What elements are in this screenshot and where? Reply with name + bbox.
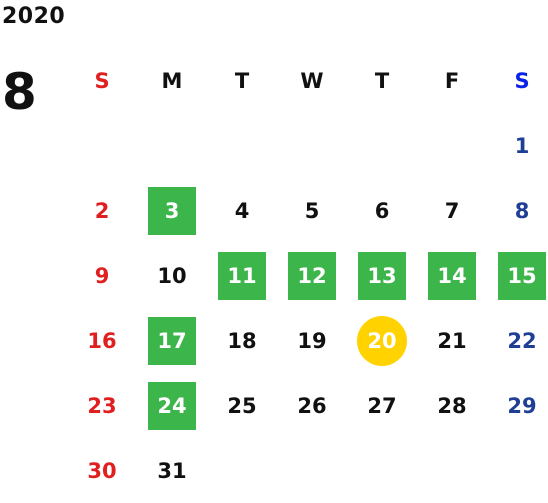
calendar-blank-cell [67, 113, 137, 178]
calendar-day-cell[interactable]: 24 [137, 373, 207, 438]
weekday-header-thu: T [374, 68, 390, 93]
day-number: 16 [87, 328, 117, 353]
weekday-header-fri: F [444, 68, 460, 93]
calendar-day-cell[interactable]: 10 [137, 243, 207, 308]
day-number: 26 [297, 393, 327, 418]
day-number-highlighted: 11 [218, 251, 266, 300]
calendar-day-cell[interactable]: 31 [137, 438, 207, 503]
calendar-day-cell[interactable]: 4 [207, 178, 277, 243]
calendar-day-cell[interactable]: 6 [347, 178, 417, 243]
calendar-day-cell[interactable]: 19 [277, 308, 347, 373]
calendar-day-cell[interactable]: 17 [137, 308, 207, 373]
day-number-highlighted: 24 [148, 381, 196, 430]
weekday-header-sun: S [94, 68, 110, 93]
day-number: 18 [227, 328, 257, 353]
calendar-day-cell[interactable]: 15 [487, 243, 548, 308]
calendar-day-cell[interactable]: 5 [277, 178, 347, 243]
calendar-day-cell[interactable]: 28 [417, 373, 487, 438]
calendar-day-cell[interactable]: 1 [487, 113, 548, 178]
day-number: 4 [234, 198, 250, 223]
calendar-day-cell[interactable]: 13 [347, 243, 417, 308]
calendar-day-cell[interactable]: 3 [137, 178, 207, 243]
calendar-day-cell[interactable]: 12 [277, 243, 347, 308]
day-number: 28 [437, 393, 467, 418]
calendar-day-cell[interactable]: 27 [347, 373, 417, 438]
day-number-highlighted: 13 [358, 251, 406, 300]
calendar-day-cell[interactable]: 29 [487, 373, 548, 438]
month-number: 8 [2, 63, 37, 121]
day-number: 6 [374, 198, 390, 223]
day-number: 22 [507, 328, 537, 353]
calendar-blank-cell [417, 113, 487, 178]
weekday-header-mon: M [161, 68, 183, 93]
day-number: 29 [507, 393, 537, 418]
calendar-day-cell[interactable]: 7 [417, 178, 487, 243]
calendar-blank-cell [207, 113, 277, 178]
day-number: 5 [304, 198, 320, 223]
day-number: 30 [87, 458, 117, 483]
day-number: 8 [514, 198, 530, 223]
calendar-day-cell[interactable]: 26 [277, 373, 347, 438]
day-number-highlighted: 12 [288, 251, 336, 300]
day-number: 25 [227, 393, 257, 418]
calendar-day-cell[interactable]: 2 [67, 178, 137, 243]
calendar-day-cell[interactable]: 22 [487, 308, 548, 373]
day-number: 23 [87, 393, 117, 418]
day-number: 27 [367, 393, 397, 418]
calendar-day-cell[interactable]: 9 [67, 243, 137, 308]
day-number: 21 [437, 328, 467, 353]
calendar-day-cell[interactable]: 21 [417, 308, 487, 373]
calendar-day-cell[interactable]: 23 [67, 373, 137, 438]
calendar-day-cell[interactable]: 30 [67, 438, 137, 503]
day-number-highlighted: 14 [428, 251, 476, 300]
day-number: 10 [157, 263, 187, 288]
weekday-header-sat: S [514, 68, 530, 93]
day-number-highlighted: 15 [498, 251, 546, 300]
calendar-day-cell[interactable]: 16 [67, 308, 137, 373]
calendar-blank-cell [277, 113, 347, 178]
year-label: 2020 [2, 4, 66, 29]
weekday-header-tue: T [234, 68, 250, 93]
calendar-blank-cell [347, 113, 417, 178]
calendar-day-cell[interactable]: 8 [487, 178, 548, 243]
weekday-header-wed: W [300, 68, 324, 93]
calendar-blank-cell [137, 113, 207, 178]
day-number: 2 [94, 198, 110, 223]
calendar-day-cell[interactable]: 25 [207, 373, 277, 438]
calendar-day-cell[interactable]: 18 [207, 308, 277, 373]
day-number-highlighted: 3 [148, 186, 196, 235]
day-number-highlighted: 17 [148, 316, 196, 365]
day-number: 1 [514, 133, 530, 158]
day-number: 9 [94, 263, 110, 288]
day-number: 7 [444, 198, 460, 223]
calendar-day-cell[interactable]: 14 [417, 243, 487, 308]
calendar-day-cell[interactable]: 11 [207, 243, 277, 308]
day-number: 19 [297, 328, 327, 353]
day-number: 31 [157, 458, 187, 483]
day-number-today: 20 [357, 315, 407, 366]
calendar-day-cell[interactable]: 20 [347, 308, 417, 373]
